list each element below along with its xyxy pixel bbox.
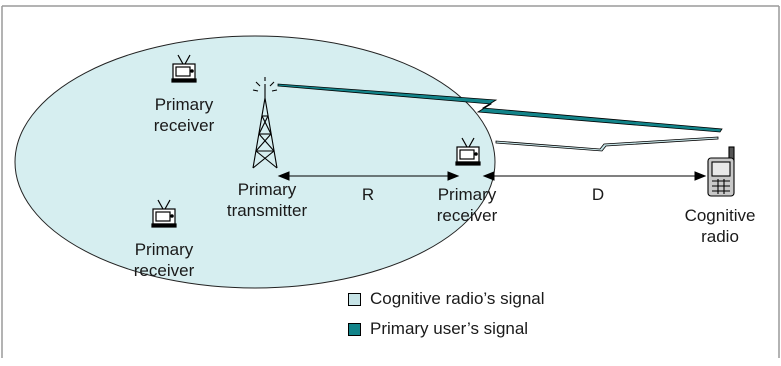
distance-label-d: D <box>591 185 605 204</box>
primary-receiver-top-label: Primary receiver <box>153 95 215 135</box>
cognitive-radio-label: Cognitive radio <box>684 206 756 246</box>
primary-receiver-top-icon <box>171 54 197 83</box>
legend-label-primary-signal: Primary user’s signal <box>370 319 529 338</box>
distance-label-r: R <box>361 185 375 204</box>
primary-receiver-edge-icon <box>455 137 481 166</box>
legend-label-cognitive-signal: Cognitive radio’s signal <box>370 289 545 308</box>
primary-receiver-bottom-icon <box>151 199 177 228</box>
primary-receiver-bottom-label: Primary receiver <box>133 240 195 280</box>
coverage-area <box>14 35 496 289</box>
cognitive-radio-icon <box>707 146 735 197</box>
cognitive-radio-signal <box>495 136 719 152</box>
legend-swatch-cognitive-signal <box>348 292 361 306</box>
legend-swatch-primary-signal <box>348 322 361 336</box>
legend-item-primary-signal: Primary user’s signal <box>348 319 528 339</box>
legend-item-cognitive-signal: Cognitive radio’s signal <box>348 289 545 309</box>
primary-user-signal <box>277 83 723 133</box>
primary-transmitter-label: Primary transmitter <box>226 180 308 220</box>
figure-frame <box>1 5 780 358</box>
primary-receiver-edge-label: Primary receiver <box>436 185 498 225</box>
distance-arrow-d <box>482 171 707 181</box>
primary-transmitter-icon <box>252 77 278 169</box>
distance-arrow-r <box>277 171 460 181</box>
